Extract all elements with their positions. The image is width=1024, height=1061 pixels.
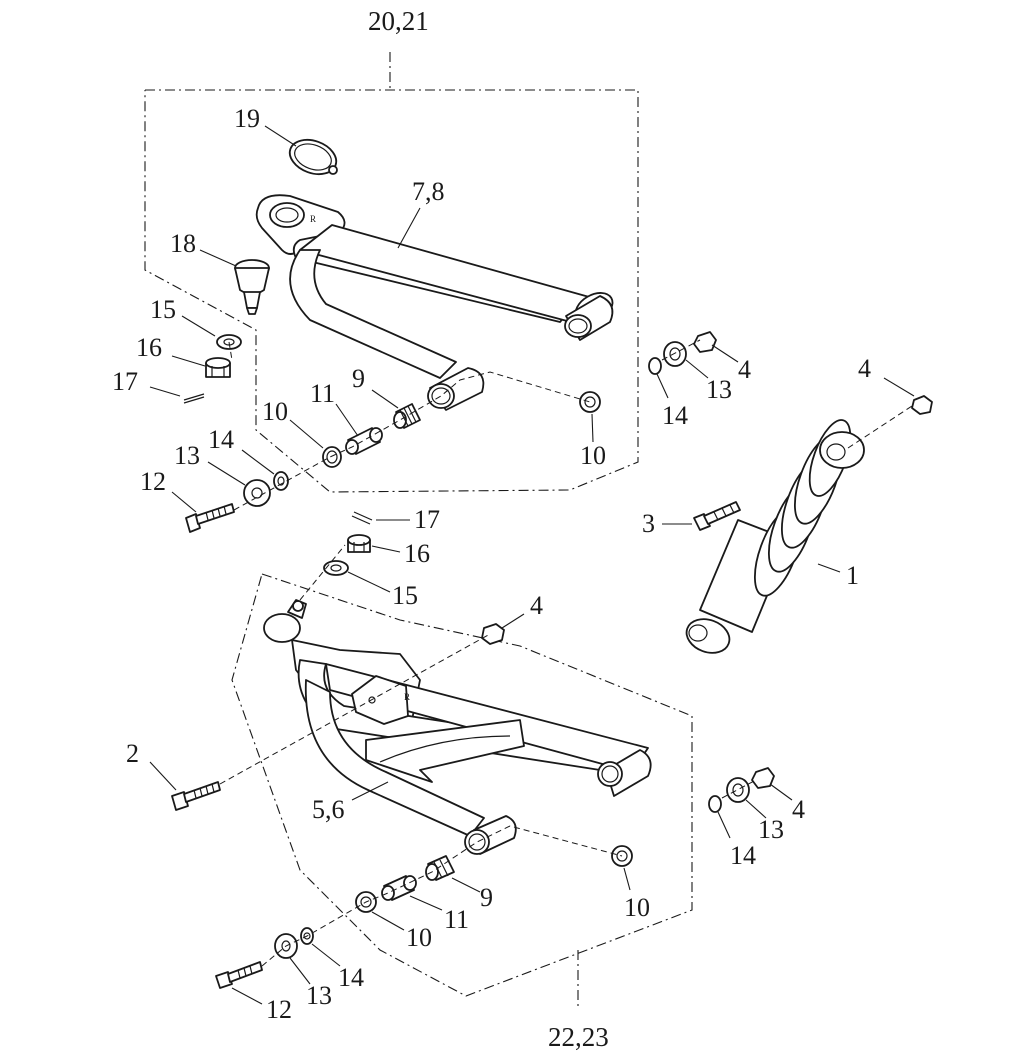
label-10-lower-left: 10: [406, 923, 432, 952]
label-16-lower: 16: [404, 539, 430, 568]
label-13-lower: 13: [306, 981, 332, 1010]
label-17-upper: 17: [112, 367, 138, 396]
label-17-lower: 17: [414, 505, 440, 534]
washer-15-lower: [323, 560, 391, 593]
label-10-upper-left: 10: [262, 397, 288, 426]
seal-10-upper-right: [579, 391, 601, 443]
label-19: 19: [234, 104, 260, 133]
mark-r-upper: R: [310, 214, 316, 224]
assembly-label-22-23: 22,23: [548, 1022, 609, 1052]
ball-joint-18: [199, 249, 270, 315]
label-7-8: 7,8: [412, 177, 445, 206]
lower-right-hardware: [708, 767, 793, 839]
cotter-pin-17-lower: [351, 511, 410, 525]
bolt-12-lower: [215, 961, 263, 1005]
label-18: 18: [170, 229, 196, 258]
assembly-label-20-21: 20,21: [368, 6, 429, 36]
lower-a-arm-5-6: R: [263, 599, 652, 855]
cotter-pin-17-upper: [149, 386, 205, 404]
snap-ring-19: [264, 125, 338, 176]
label-16-upper: 16: [136, 333, 162, 362]
label-10-upper-right: 10: [580, 441, 606, 470]
label-3-bolt: 3: [642, 509, 655, 538]
lower-assembly-boundary: [231, 573, 693, 1006]
seal-10-lower-left: [355, 891, 405, 931]
lower-bracket-axis: [219, 633, 491, 785]
label-14-lower: 14: [338, 963, 364, 992]
collar-11-upper: [335, 403, 383, 455]
upper-axis-line: [233, 371, 591, 511]
label-13-upper: 13: [174, 441, 200, 470]
seal-10-upper-left: [289, 419, 342, 468]
label-12-lower: 12: [266, 995, 292, 1024]
nut-4-lower-arm: [481, 613, 525, 645]
washer-14-lower: [300, 927, 341, 967]
label-5-6: 5,6: [312, 795, 345, 824]
label-4-lower-arm: 4: [530, 591, 543, 620]
lower-ball-axis: [299, 544, 346, 601]
label-12-upper: 12: [140, 467, 166, 496]
label-4-upper-right: 4: [738, 355, 751, 384]
upper-a-arm-7-8: R: [255, 194, 614, 411]
label-4-lower-right: 4: [792, 795, 805, 824]
label-9-lower: 9: [480, 883, 493, 912]
washer-15-upper: [181, 315, 242, 350]
bolt-2-lower: [149, 761, 221, 811]
label-11-upper: 11: [310, 379, 335, 408]
label-10-lower-right: 10: [624, 893, 650, 922]
shock-nut-4: [847, 377, 933, 449]
castle-nut-16-upper: [171, 355, 231, 378]
label-13-upper-right: 13: [706, 375, 732, 404]
label-4-shock: 4: [858, 354, 871, 383]
label-15-lower: 15: [392, 581, 418, 610]
bolt-12-upper: [171, 491, 235, 533]
label-14-upper-right: 14: [662, 401, 688, 430]
mark-r-lower: R: [404, 692, 410, 702]
label-14-upper: 14: [208, 425, 234, 454]
bushing-9-lower: [425, 855, 481, 893]
bushing-9-upper: [371, 389, 421, 429]
label-2-bolt: 2: [126, 739, 139, 768]
lower-axis-line: [261, 825, 623, 967]
washer-13-upper: [207, 461, 271, 507]
upper-assembly-boundary: [144, 52, 639, 493]
upper-ball-axis: [228, 341, 233, 361]
label-9-upper: 9: [352, 364, 365, 393]
label-13-lower-right: 13: [758, 815, 784, 844]
washer-14-upper: [241, 449, 289, 491]
label-1-shock: 1: [846, 561, 859, 590]
seal-10-lower-right: [611, 845, 633, 891]
label-11-lower: 11: [444, 905, 469, 934]
upper-right-hardware: [648, 331, 739, 399]
shock-bolt-3: [662, 501, 741, 531]
label-15-upper: 15: [150, 295, 176, 324]
castle-nut-16-lower: [347, 534, 401, 553]
label-14-lower-right: 14: [730, 841, 756, 870]
shock-absorber-1: [685, 419, 865, 654]
